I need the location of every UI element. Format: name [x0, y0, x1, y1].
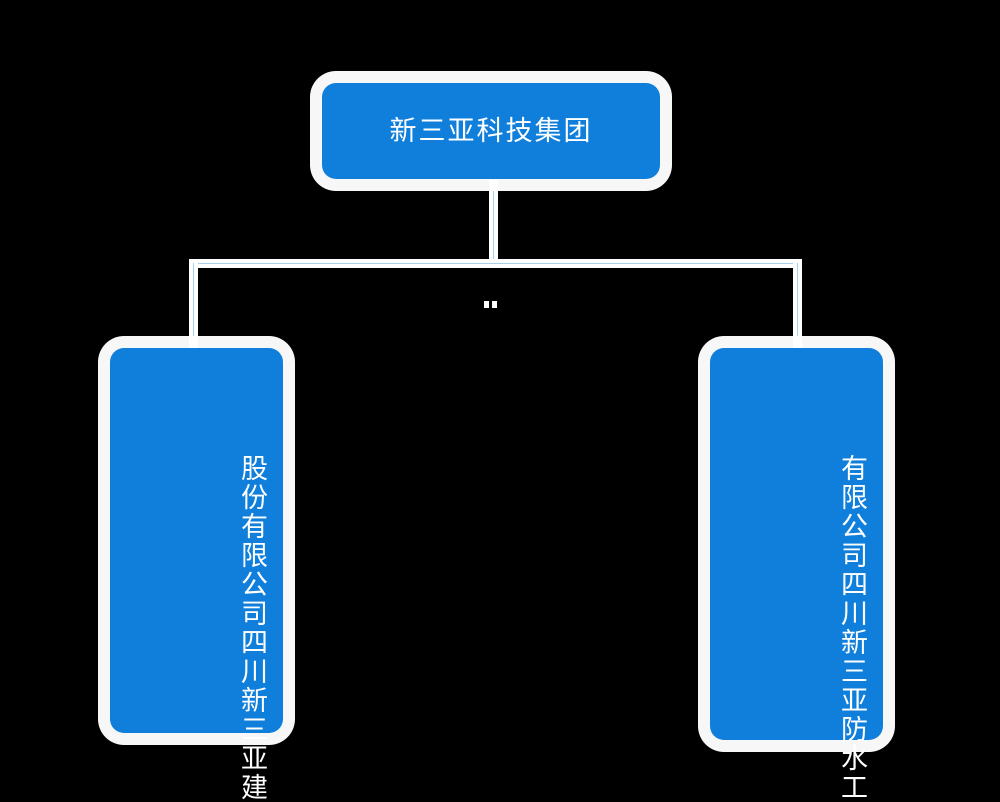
connector-root-stem-inner-line [493, 184, 494, 266]
org-node-child-right-label-line1: 四川新三亚防水工程 [836, 570, 867, 802]
org-node-root-label: 新三亚科技集团 [389, 115, 593, 147]
org-node-child-left-label-line1: 四川新三亚建材科技 [236, 628, 267, 802]
org-node-child-right[interactable]: 有限公司 四川新三亚防水工程 [710, 348, 883, 802]
connector-drop-right-inner-line [797, 263, 798, 349]
center-marker-dot-left [484, 301, 489, 308]
org-node-child-left-label-line2: 股份有限公司 [236, 454, 267, 628]
org-node-root[interactable]: 新三亚科技集团 [322, 83, 660, 179]
connector-horizontal-bar-inner-line [193, 263, 798, 264]
center-marker-dot-right [492, 301, 497, 308]
org-node-child-left[interactable]: 股份有限公司 四川新三亚建材科技 [110, 348, 283, 802]
connector-drop-left-inner-line [193, 263, 194, 349]
org-node-child-right-label-line2: 有限公司 [836, 454, 867, 570]
